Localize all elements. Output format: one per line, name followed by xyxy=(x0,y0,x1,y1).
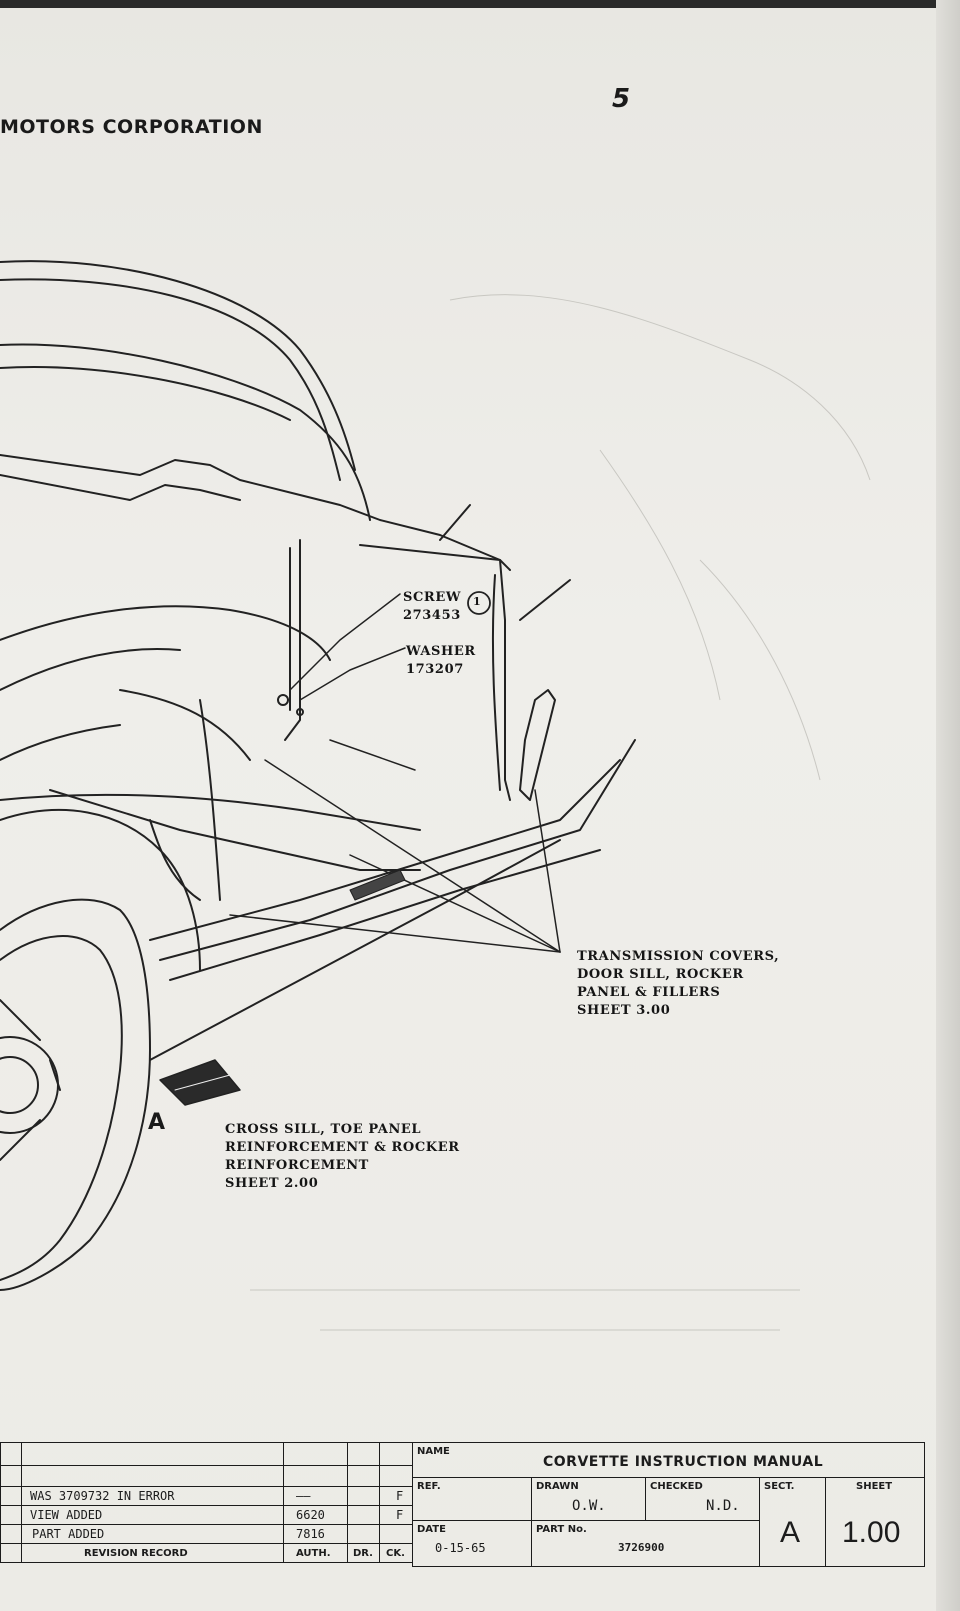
name-label: NAME xyxy=(417,1446,450,1457)
scan-right-edge xyxy=(936,0,960,1611)
revision-letter: F xyxy=(396,1489,404,1503)
transmission-line-4: SHEET 3.00 xyxy=(577,1003,671,1018)
view-a-letter: A xyxy=(148,1110,166,1135)
revision-row: VIEW ADDED xyxy=(21,1505,284,1525)
ck-label: CK. xyxy=(386,1548,405,1559)
cross-sill-line-2: REINFORCEMENT & ROCKER xyxy=(225,1140,460,1155)
ref-label: REF. xyxy=(417,1481,441,1492)
revision-text: VIEW ADDED xyxy=(30,1508,103,1522)
revision-letter: F xyxy=(396,1508,404,1522)
sheet-value: 1.00 xyxy=(842,1516,901,1549)
washer-label: WASHER 173207 xyxy=(406,643,476,679)
revision-auth: 7816 xyxy=(296,1527,325,1541)
transmission-covers-label: TRANSMISSION COVERS, DOOR SILL, ROCKER P… xyxy=(577,948,779,1020)
cross-sill-line-3: REINFORCEMENT xyxy=(225,1158,369,1173)
sect-label: SECT. xyxy=(764,1481,795,1492)
cross-sill-line-4: SHEET 2.00 xyxy=(225,1176,319,1191)
drawn-label: DRAWN xyxy=(536,1481,579,1492)
checked-label: CHECKED xyxy=(650,1481,703,1492)
sect-value: A xyxy=(780,1516,801,1549)
washer-part-number: 173207 xyxy=(406,662,464,677)
sheet-label: SHEET xyxy=(856,1481,893,1492)
part-label: PART No. xyxy=(536,1524,587,1535)
transmission-line-2: DOOR SILL, ROCKER xyxy=(577,967,744,982)
title-block: WAS 3709732 IN ERROR —— F VIEW ADDED 662… xyxy=(0,1442,925,1567)
date-value: 0-15-65 xyxy=(435,1541,486,1555)
washer-name: WASHER xyxy=(406,644,476,659)
part-value: 3726900 xyxy=(618,1541,665,1554)
screw-label: SCREW 273453 xyxy=(403,589,461,625)
screw-part-number: 273453 xyxy=(403,608,461,623)
cross-sill-label: CROSS SILL, TOE PANEL REINFORCEMENT & RO… xyxy=(225,1121,460,1193)
transmission-line-3: PANEL & FILLERS xyxy=(577,985,721,1000)
transmission-line-1: TRANSMISSION COVERS, xyxy=(577,949,780,964)
revision-record-label: REVISION RECORD xyxy=(84,1548,188,1559)
date-label: DATE xyxy=(417,1524,446,1535)
drawn-value: O.W. xyxy=(572,1498,606,1514)
revision-auth: 6620 xyxy=(296,1508,325,1522)
cross-sill-line-1: CROSS SILL, TOE PANEL xyxy=(225,1122,422,1137)
dr-label: DR. xyxy=(353,1548,373,1559)
scan-top-edge xyxy=(0,0,960,8)
revision-row: PART ADDED xyxy=(21,1524,284,1544)
corporation-header: MOTORS CORPORATION xyxy=(0,116,263,138)
checked-value: N.D. xyxy=(706,1498,740,1514)
manual-title: CORVETTE INSTRUCTION MANUAL xyxy=(543,1454,824,1470)
car-body-illustration xyxy=(0,260,871,1331)
auth-label: AUTH. xyxy=(296,1548,331,1559)
name-cell: NAME CORVETTE INSTRUCTION MANUAL xyxy=(412,1442,925,1478)
screw-marker: 1 xyxy=(473,595,482,608)
page-number: 5 xyxy=(612,84,631,114)
revision-auth: —— xyxy=(296,1489,311,1503)
screw-name: SCREW xyxy=(403,590,462,605)
revision-text: PART ADDED xyxy=(32,1527,105,1541)
revision-text: WAS 3709732 IN ERROR xyxy=(30,1489,175,1503)
revision-row: WAS 3709732 IN ERROR xyxy=(21,1486,284,1506)
